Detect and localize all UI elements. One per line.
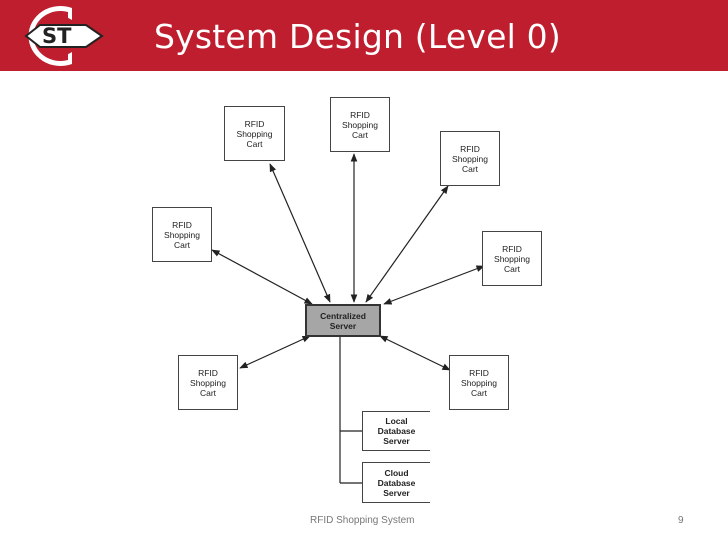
local-database-server: Local Database Server xyxy=(362,411,430,451)
link-bottom-right xyxy=(379,335,451,371)
cart-bottom-right: RFID Shopping Cart xyxy=(449,355,509,410)
cloud-database-server: Cloud Database Server xyxy=(362,462,430,503)
link-bottom-left xyxy=(239,335,311,369)
link-right xyxy=(383,265,485,305)
centralized-server: Centralized Server xyxy=(305,304,381,337)
link-top-right xyxy=(365,185,449,303)
cart-top-left: RFID Shopping Cart xyxy=(224,106,285,161)
cart-right: RFID Shopping Cart xyxy=(482,231,542,286)
slide-title: System Design (Level 0) xyxy=(154,17,561,56)
logo-text: ST xyxy=(42,24,72,48)
st-cloud-state-logo-icon: ST xyxy=(24,6,104,67)
cart-top-right: RFID Shopping Cart xyxy=(440,131,500,186)
link-top-left xyxy=(269,163,331,303)
cart-left: RFID Shopping Cart xyxy=(152,207,212,262)
footer-title: RFID Shopping System xyxy=(310,515,415,526)
cart-top-center: RFID Shopping Cart xyxy=(330,97,390,152)
slide-header: ST System Design (Level 0) xyxy=(0,0,728,71)
link-left xyxy=(211,249,313,305)
cart-bottom-left: RFID Shopping Cart xyxy=(178,355,238,410)
page-number: 9 xyxy=(678,515,684,526)
